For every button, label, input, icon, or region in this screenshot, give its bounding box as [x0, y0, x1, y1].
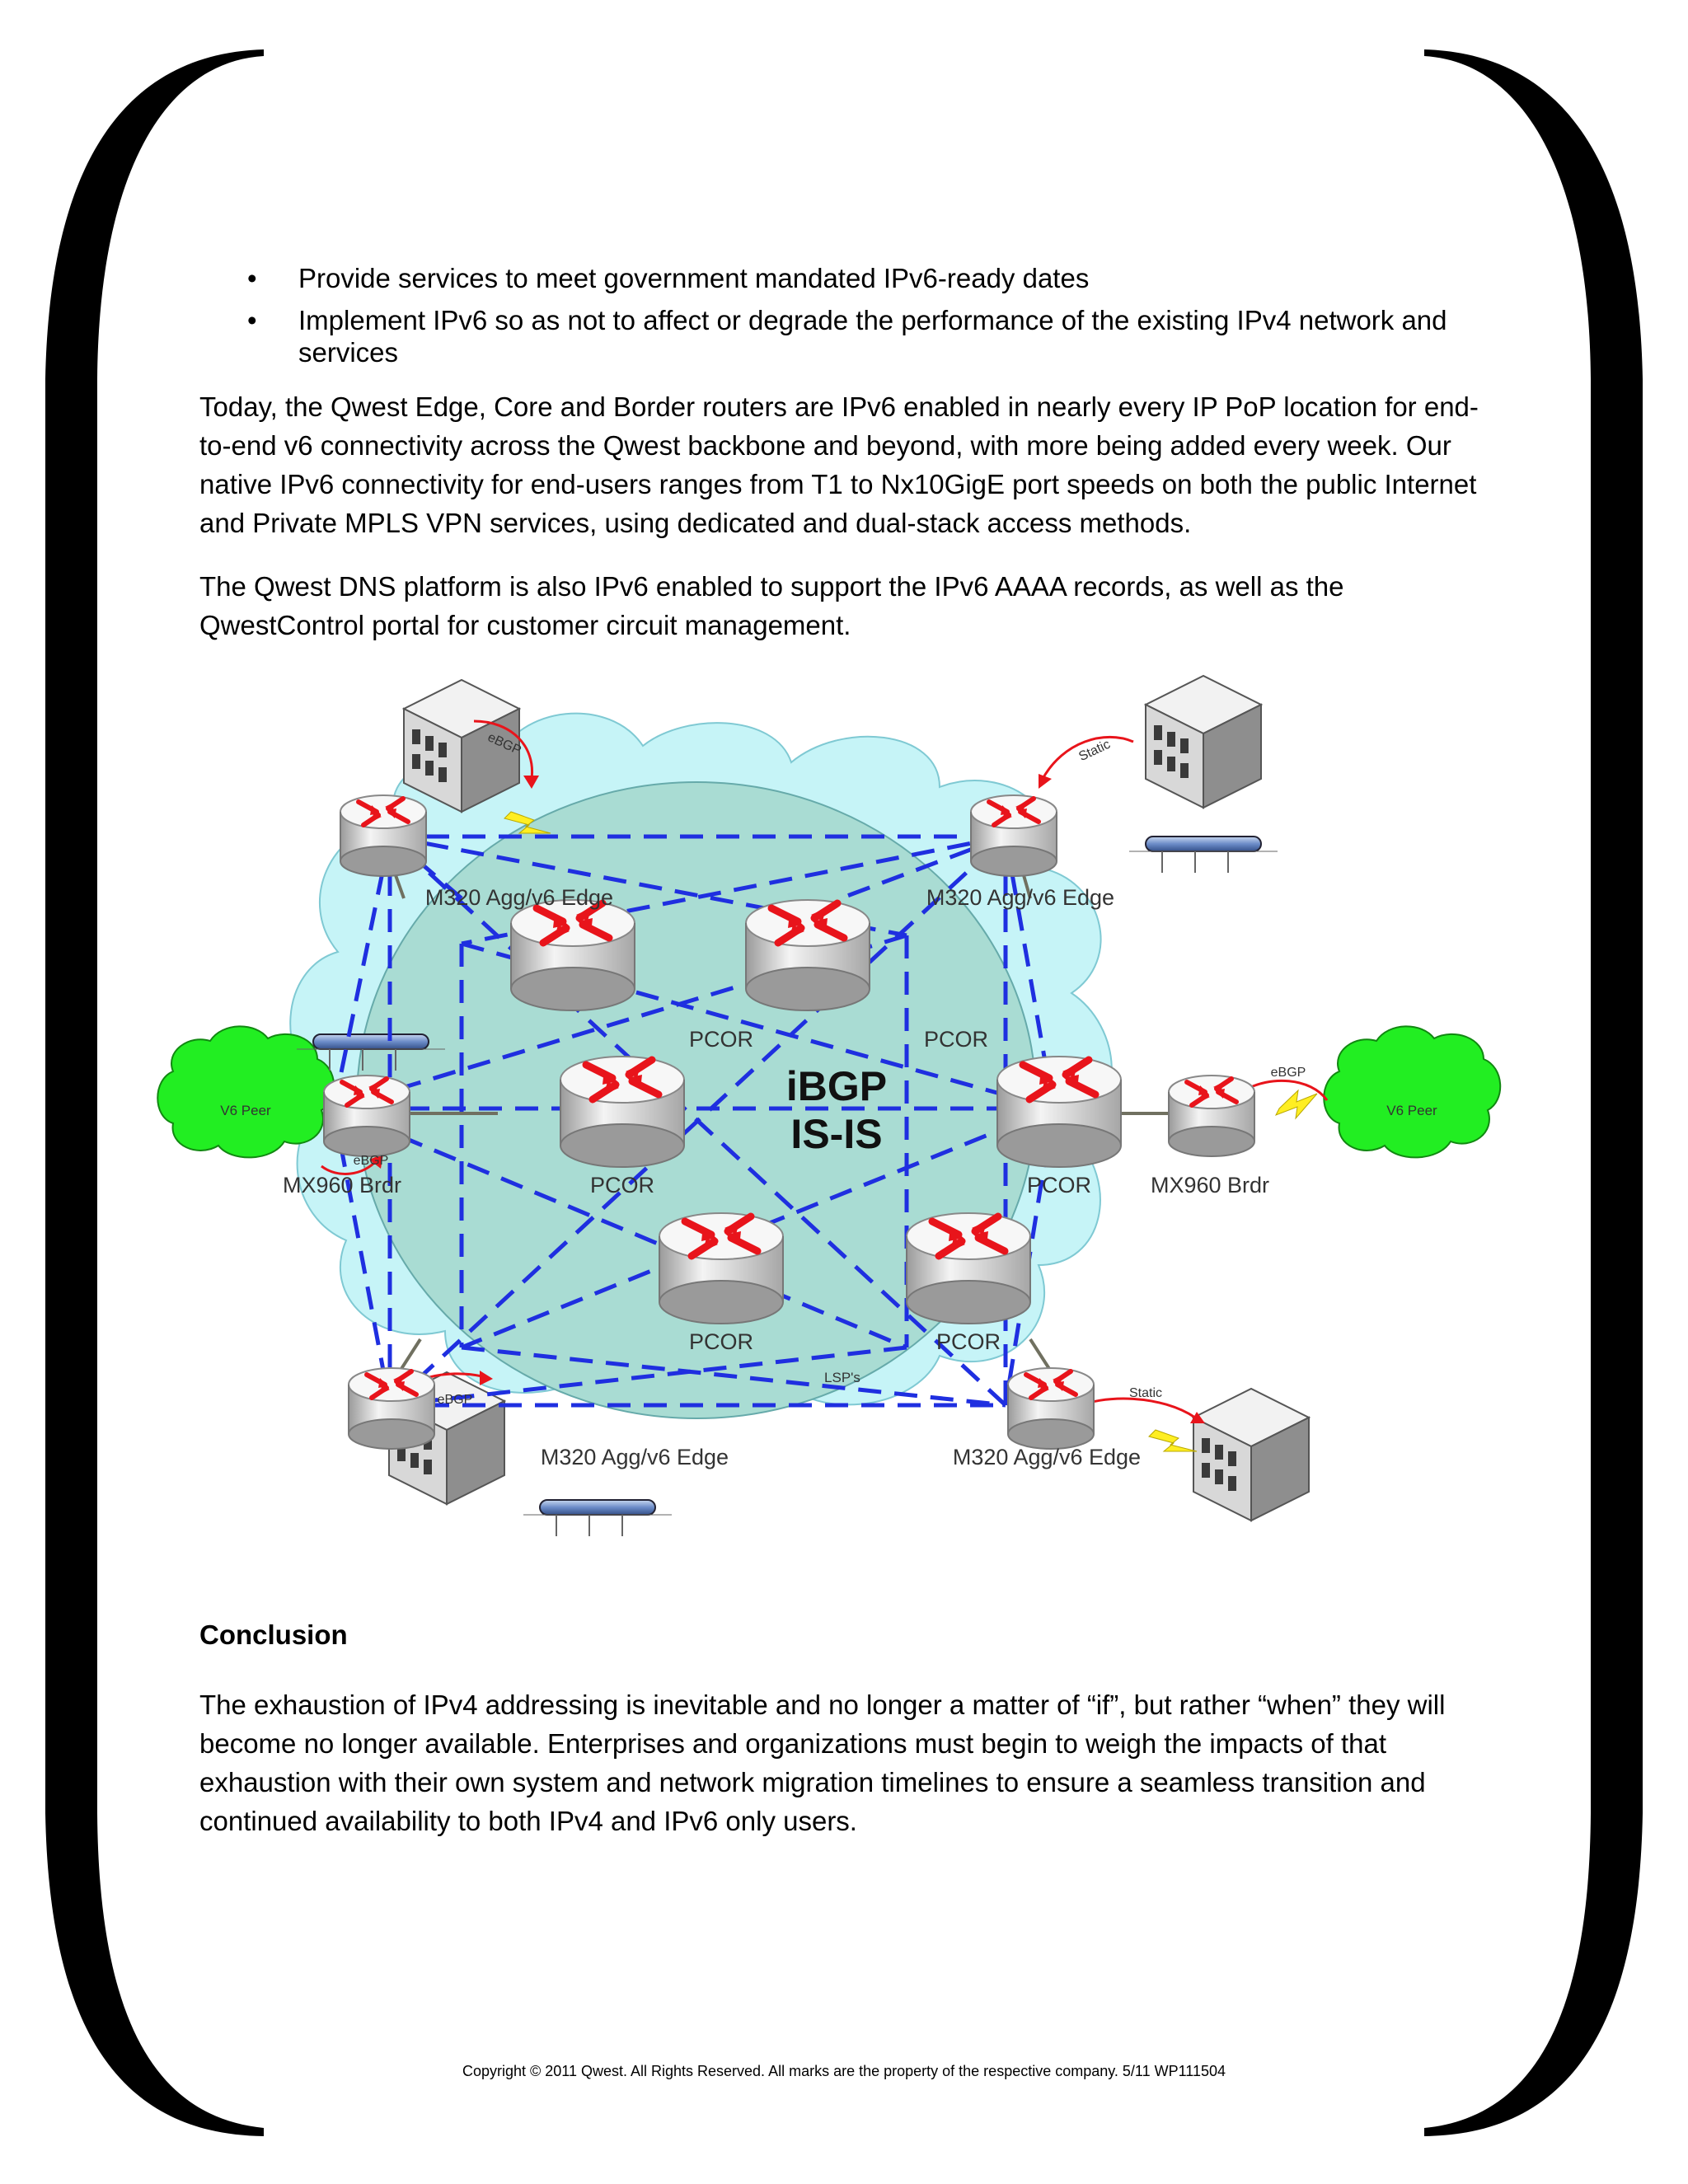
- v6-peer-cloud-left: [157, 1025, 335, 1159]
- bullet-item: • Implement IPv6 so as not to affect or …: [247, 304, 1484, 368]
- label-edge-bottom-right: M320 Agg/v6 Edge: [953, 1445, 1141, 1469]
- label-v6-peer-left: V6 Peer: [220, 1103, 271, 1118]
- label-core-2: PCOR: [924, 1027, 988, 1052]
- label-ebgp-left: eBGP: [354, 1154, 389, 1168]
- label-lsps: LSP's: [824, 1370, 860, 1385]
- router-edge-bottom-right: [1008, 1368, 1094, 1449]
- label-v6-peer-right: V6 Peer: [1386, 1103, 1437, 1118]
- conclusion-paragraph: The exhaustion of IPv4 addressing is ine…: [199, 1690, 1446, 1836]
- label-core-1: PCOR: [689, 1027, 753, 1052]
- v6-peer-cloud-right: [1323, 1025, 1502, 1159]
- access-pipe-bottom-left: [523, 1499, 673, 1537]
- label-border-right: MX960 Brdr: [1151, 1173, 1269, 1197]
- router-core-6: [907, 1213, 1030, 1324]
- lightning-right: [1274, 1089, 1318, 1120]
- left-bracket: [45, 49, 264, 2136]
- label-isis: IS-IS: [790, 1111, 882, 1157]
- label-border-left: MX960 Brdr: [283, 1173, 401, 1197]
- bullet-glyph: •: [247, 305, 257, 335]
- conclusion-heading: Conclusion: [199, 1619, 348, 1650]
- label-core-4: PCOR: [1027, 1173, 1091, 1197]
- bullet-glyph: •: [247, 263, 257, 293]
- access-pipe-top-right: [1128, 836, 1278, 874]
- router-core-5: [659, 1213, 783, 1324]
- lightning-bottom-right: [1148, 1429, 1198, 1452]
- copyright-footer: Copyright © 2011 Qwest. All Rights Reser…: [462, 2063, 1226, 2079]
- router-core-4: [997, 1057, 1121, 1167]
- paragraph-routers: Today, the Qwest Edge, Core and Border r…: [199, 391, 1479, 538]
- bullet-text: Provide services to meet government mand…: [298, 263, 1090, 293]
- label-static-top-right: Static: [1076, 738, 1112, 764]
- core-ellipse: [356, 781, 1037, 1419]
- router-edge-top-right: [971, 795, 1057, 876]
- router-core-3: [560, 1057, 684, 1167]
- lightning-top-left: [504, 811, 551, 834]
- bullet-text: Implement IPv6 so as not to affect or de…: [298, 305, 1447, 368]
- router-edge-top-left: [340, 795, 426, 876]
- label-ebgp-bottom-left: eBGP: [438, 1393, 473, 1407]
- label-ibgp: iBGP: [786, 1063, 887, 1109]
- label-ebgp-right: eBGP: [1271, 1066, 1306, 1080]
- customer-building-bottom-right: [1193, 1388, 1310, 1521]
- network-diagram: M320 Agg/v6 Edge M320 Agg/v6 Edge PCOR P…: [157, 675, 1502, 1537]
- bullet-item: • Provide services to meet government ma…: [247, 262, 1484, 294]
- label-edge-top-right: M320 Agg/v6 Edge: [926, 885, 1114, 910]
- label-static-bottom-right: Static: [1129, 1386, 1162, 1400]
- router-edge-bottom-left: [349, 1368, 434, 1449]
- label-edge-bottom-left: M320 Agg/v6 Edge: [541, 1445, 729, 1469]
- router-border-left: [324, 1076, 410, 1156]
- right-bracket: [1424, 49, 1643, 2136]
- label-core-6: PCOR: [936, 1329, 1001, 1354]
- router-core-2: [746, 900, 870, 1010]
- router-core-1: [511, 900, 635, 1010]
- bullet-list: • Provide services to meet government ma…: [247, 262, 1484, 378]
- customer-building-top-right: [1145, 675, 1262, 808]
- paragraph-dns: The Qwest DNS platform is also IPv6 enab…: [199, 571, 1344, 640]
- router-border-right: [1169, 1076, 1254, 1156]
- label-core-5: PCOR: [689, 1329, 753, 1354]
- label-core-3: PCOR: [590, 1173, 654, 1197]
- label-edge-top-left: M320 Agg/v6 Edge: [425, 885, 613, 910]
